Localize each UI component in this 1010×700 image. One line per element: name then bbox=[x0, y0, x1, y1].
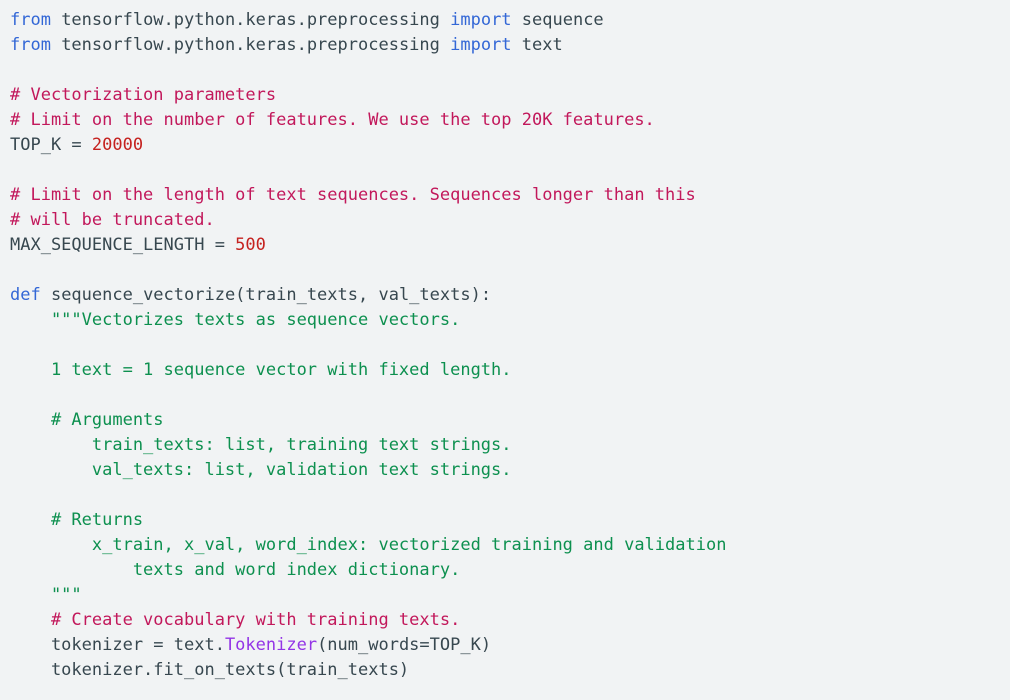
code-token: texts and word index dictionary. bbox=[10, 560, 461, 580]
code-token: import bbox=[450, 35, 512, 55]
code-line: # Limit on the number of features. We us… bbox=[10, 108, 1010, 133]
code-token: tokenizer.fit_on_texts(train_texts) bbox=[10, 660, 410, 680]
code-token: 500 bbox=[235, 235, 266, 255]
code-token: """Vectorizes texts as sequence vectors. bbox=[10, 310, 461, 330]
code-token: val_texts: list, validation text strings… bbox=[10, 460, 512, 480]
code-line bbox=[10, 158, 1010, 183]
code-token: text bbox=[511, 35, 563, 55]
code-line bbox=[10, 383, 1010, 408]
code-line: # Arguments bbox=[10, 408, 1010, 433]
code-line: 1 text = 1 sequence vector with fixed le… bbox=[10, 358, 1010, 383]
code-line: def sequence_vectorize(train_texts, val_… bbox=[10, 283, 1010, 308]
code-token: 1 text = 1 sequence vector with fixed le… bbox=[10, 360, 512, 380]
code-line: tokenizer.fit_on_texts(train_texts) bbox=[10, 658, 1010, 683]
code-line: # will be truncated. bbox=[10, 208, 1010, 233]
code-token: (num_words=TOP_K) bbox=[317, 635, 492, 655]
code-line: MAX_SEQUENCE_LENGTH = 500 bbox=[10, 233, 1010, 258]
code-token: # Limit on the number of features. We us… bbox=[10, 110, 655, 130]
code-line: train_texts: list, training text strings… bbox=[10, 433, 1010, 458]
code-token: # Create vocabulary with training texts. bbox=[10, 610, 461, 630]
code-token: x_train, x_val, word_index: vectorized t… bbox=[10, 535, 727, 555]
code-line bbox=[10, 58, 1010, 83]
code-token: from bbox=[10, 10, 51, 30]
code-line bbox=[10, 258, 1010, 283]
code-line bbox=[10, 333, 1010, 358]
code-line: TOP_K = 20000 bbox=[10, 133, 1010, 158]
code-line: # Limit on the length of text sequences.… bbox=[10, 183, 1010, 208]
code-line bbox=[10, 483, 1010, 508]
code-token: # Returns bbox=[10, 510, 144, 530]
code-token: # Limit on the length of text sequences.… bbox=[10, 185, 696, 205]
code-token: tokenizer = text. bbox=[10, 635, 225, 655]
code-token: from bbox=[10, 35, 51, 55]
code-token: def bbox=[10, 285, 41, 305]
code-lines: from tensorflow.python.keras.preprocessi… bbox=[10, 8, 1010, 683]
code-line: """Vectorizes texts as sequence vectors. bbox=[10, 308, 1010, 333]
code-line: from tensorflow.python.keras.preprocessi… bbox=[10, 8, 1010, 33]
code-token: import bbox=[450, 10, 512, 30]
code-line: # Create vocabulary with training texts. bbox=[10, 608, 1010, 633]
code-line: from tensorflow.python.keras.preprocessi… bbox=[10, 33, 1010, 58]
code-token: sequence_vectorize(train_texts, val_text… bbox=[40, 285, 492, 305]
code-line: """ bbox=[10, 583, 1010, 608]
code-token: Tokenizer bbox=[224, 635, 318, 655]
code-token: # will be truncated. bbox=[10, 210, 215, 230]
code-token: # Arguments bbox=[10, 410, 164, 430]
code-line: texts and word index dictionary. bbox=[10, 558, 1010, 583]
code-line: val_texts: list, validation text strings… bbox=[10, 458, 1010, 483]
code-line: # Returns bbox=[10, 508, 1010, 533]
code-token: 20000 bbox=[91, 135, 144, 155]
code-token: sequence bbox=[511, 10, 604, 30]
code-token: """ bbox=[10, 585, 82, 605]
code-line: tokenizer = text.Tokenizer(num_words=TOP… bbox=[10, 633, 1010, 658]
code-token: tensorflow.python.keras.preprocessing bbox=[50, 35, 451, 55]
code-token: # Vectorization parameters bbox=[10, 85, 277, 105]
code-line: x_train, x_val, word_index: vectorized t… bbox=[10, 533, 1010, 558]
code-token: train_texts: list, training text strings… bbox=[10, 435, 512, 455]
code-token: tensorflow.python.keras.preprocessing bbox=[50, 10, 451, 30]
code-token: TOP_K = bbox=[10, 135, 92, 155]
code-token: MAX_SEQUENCE_LENGTH = bbox=[10, 235, 236, 255]
code-line: # Vectorization parameters bbox=[10, 83, 1010, 108]
